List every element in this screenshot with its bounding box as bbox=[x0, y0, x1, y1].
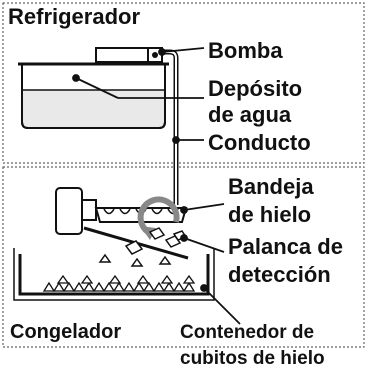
label-lever-line2: detección bbox=[228, 262, 331, 287]
ice-bin bbox=[13, 248, 215, 301]
fridge-compartment-outline bbox=[2, 2, 365, 164]
label-reservoir-line2: de agua bbox=[208, 102, 292, 127]
section-label-freezer: Congelador bbox=[10, 321, 121, 343]
label-reservoir-line1: Depósito bbox=[208, 76, 302, 101]
ice-maker-housing bbox=[55, 187, 97, 235]
label-lever-line1: Palanca de bbox=[228, 234, 343, 259]
freezer-compartment-outline bbox=[2, 166, 365, 348]
label-tray-line2: de hielo bbox=[228, 202, 311, 227]
rotation-arrow-icon bbox=[137, 196, 180, 240]
label-bin-line2: cubitos de hielo bbox=[180, 348, 325, 369]
section-label-fridge: Refrigerador bbox=[8, 4, 140, 29]
label-conduit: Conducto bbox=[208, 130, 311, 155]
water-reservoir bbox=[18, 47, 169, 129]
label-pump: Bomba bbox=[208, 38, 283, 63]
leader-lines bbox=[72, 47, 241, 325]
falling-ice-cubes bbox=[98, 227, 188, 267]
label-tray-line1: Bandeja bbox=[228, 174, 314, 199]
label-bin-line1: Contenedor de bbox=[180, 322, 314, 343]
